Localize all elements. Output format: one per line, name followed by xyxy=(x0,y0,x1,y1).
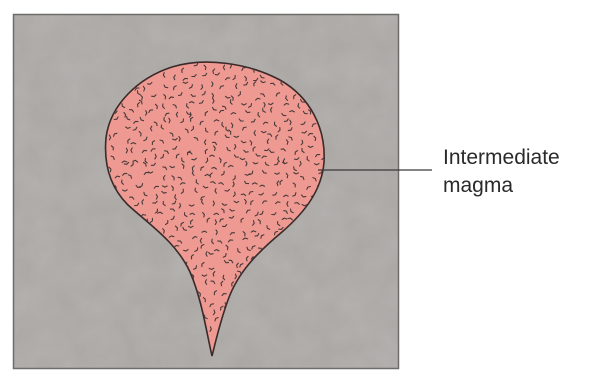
callout-label-line2: magma xyxy=(443,172,560,200)
callout-label-line1: Intermediate xyxy=(443,144,560,172)
magma-callout-label: Intermediate magma xyxy=(443,144,560,200)
